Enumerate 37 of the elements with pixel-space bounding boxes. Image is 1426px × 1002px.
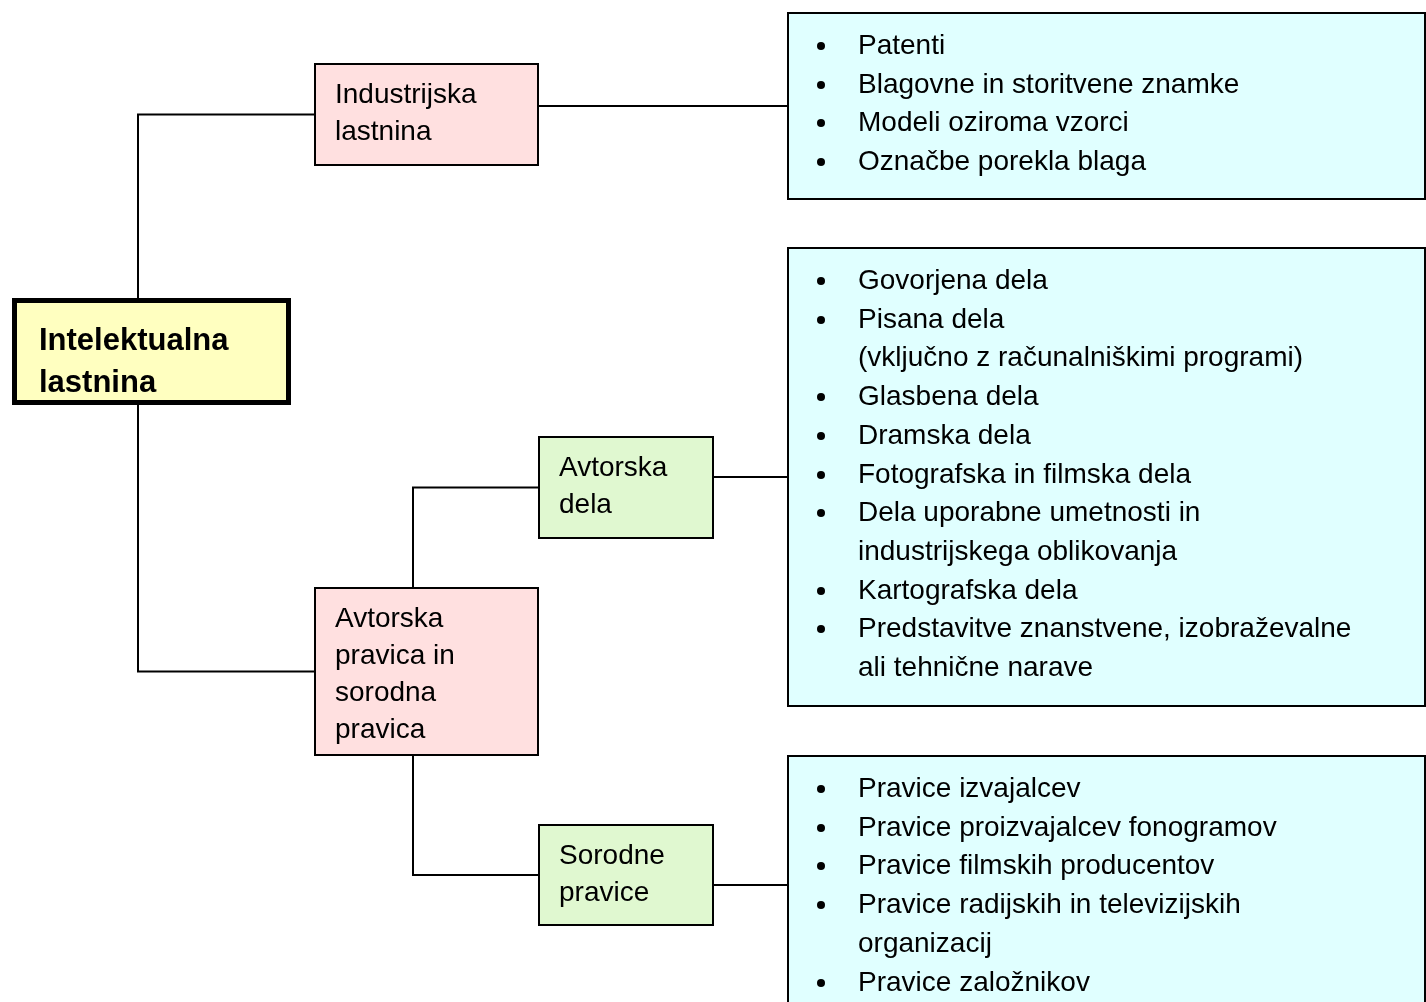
list-item: Modeli oziroma vzorci (789, 103, 1418, 143)
node-label: Intelektualna lastnina (39, 321, 230, 401)
connector-line (412, 755, 539, 876)
root-box (12, 298, 291, 405)
list-box (787, 755, 1426, 1002)
list-item: Pravice založnikov (789, 962, 1338, 1002)
list-item: Predstavitve znanstvene, izobraževalne ali tehnične narave (789, 609, 1358, 687)
list-item: Pisana dela (vključno z računalniškimi programi) (789, 299, 1358, 378)
node-label: Sorodne pravice (559, 838, 666, 909)
list-item: Govorjena dela (789, 261, 1358, 300)
node-label: Industrijska lastnina (335, 77, 478, 148)
subcategory-box (538, 436, 714, 539)
list-item: Pravice izvajalcev (789, 769, 1338, 808)
node-label: Avtorska dela (559, 450, 669, 521)
list-item: Blagovne in storitvene znamke (789, 64, 1418, 104)
node-label: Avtorska pravica in sorodna pravica (335, 601, 456, 746)
category-box (314, 63, 539, 166)
list-item: Patenti (789, 26, 1418, 65)
list-item: Fotografska in filmska dela (789, 454, 1358, 494)
connector-line (412, 486, 539, 588)
list-item: Dramska dela (789, 415, 1358, 455)
connector-line (137, 404, 315, 673)
subcategory-box (538, 824, 714, 926)
list-item: Pravice radijskih in televizijskih organizacij (789, 885, 1338, 963)
list-item: Označbe porekla blaga (789, 142, 1418, 181)
connector-line (713, 884, 788, 886)
list-item: Pravice filmskih producentov (789, 846, 1338, 886)
list-box (787, 12, 1426, 200)
list-box (787, 247, 1426, 707)
list-item: Kartografska dela (789, 570, 1358, 610)
connector-line (713, 476, 788, 478)
category-box (314, 587, 539, 756)
connector-line (137, 113, 315, 299)
connector-line (538, 105, 788, 107)
list-item: Glasbena dela (789, 377, 1358, 416)
list-item: Dela uporabne umetnosti in industrijskega oblikovanja (789, 493, 1358, 571)
list-item: Pravice proizvajalcev fonogramov (789, 807, 1338, 847)
